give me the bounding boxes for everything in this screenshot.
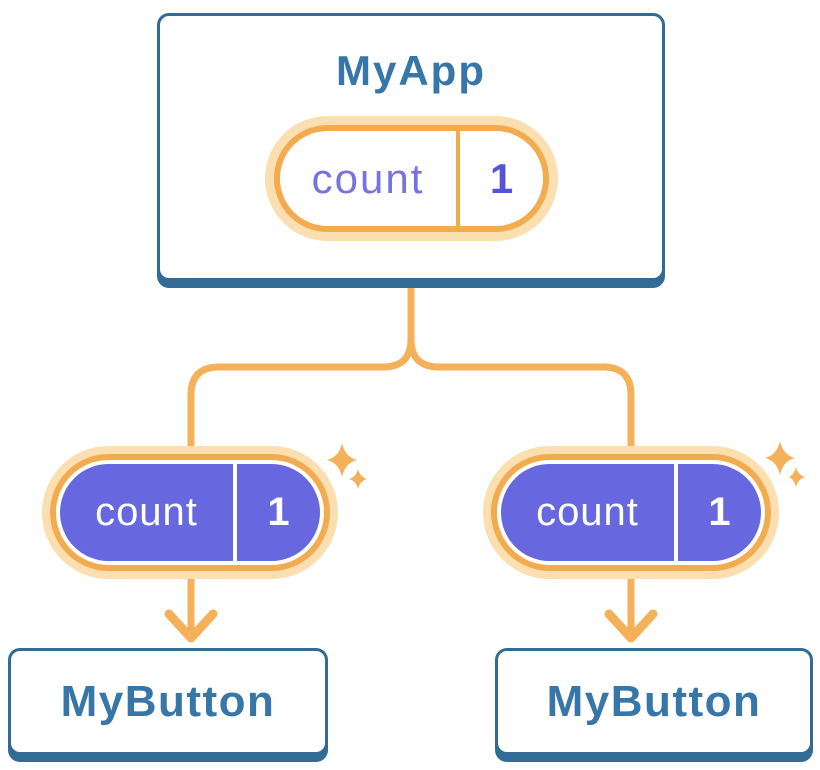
state-pill-value: 1: [456, 131, 543, 226]
prop-pill-value: 1: [233, 464, 320, 561]
tree-connector-right-branch: [407, 280, 635, 466]
component-title: MyApp: [336, 47, 486, 94]
component-card-mybutton-left: MyButton: [8, 648, 328, 755]
sparkle-icon: [789, 467, 805, 487]
component-title: MyButton: [546, 676, 762, 726]
arrow-down-right-icon: [604, 609, 658, 643]
sparkle-icon: [765, 441, 795, 475]
prop-pill-label: count: [95, 490, 198, 534]
prop-pill-value: 1: [674, 464, 761, 561]
sparkle-icon: [327, 443, 357, 477]
state-pill: count 1: [274, 125, 549, 232]
component-title: MyButton: [60, 676, 276, 726]
state-pill-label: count: [311, 154, 425, 202]
component-card-mybutton-right: MyButton: [495, 648, 813, 755]
tree-connector-left-branch: [187, 280, 415, 466]
prop-pill-right: count 1: [501, 464, 761, 561]
prop-pill-label: count: [536, 490, 639, 534]
component-card-myapp: MyApp count 1: [157, 13, 665, 281]
prop-pill-left: count 1: [60, 464, 320, 561]
sparkle-icon: [349, 469, 367, 489]
arrow-down-left-icon: [164, 609, 218, 643]
